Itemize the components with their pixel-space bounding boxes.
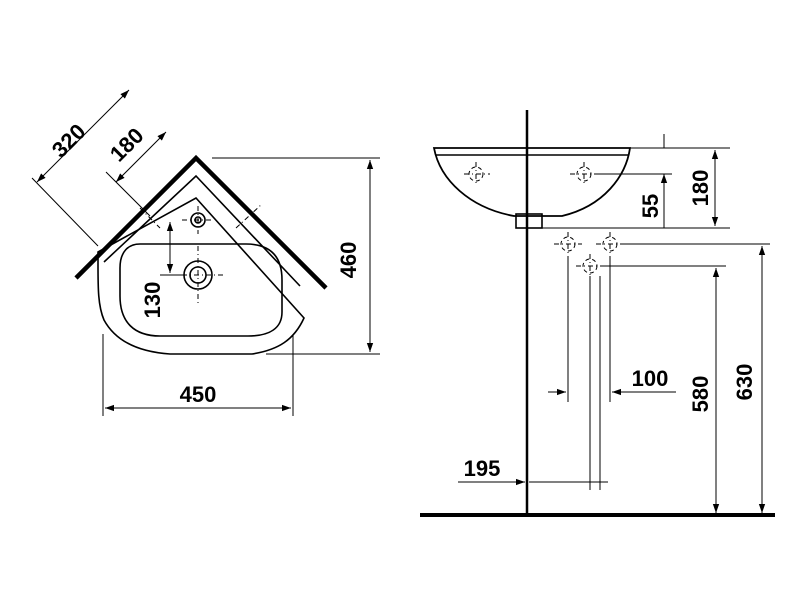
dim-580-label: 580 bbox=[688, 376, 713, 413]
supply-point-left bbox=[554, 232, 582, 256]
dim-320-line bbox=[36, 89, 130, 183]
dim-320-label: 320 bbox=[47, 119, 91, 163]
wall-corner-line bbox=[74, 154, 328, 290]
fixing-cross-left bbox=[464, 162, 490, 186]
dim-320-extension bbox=[31, 177, 99, 247]
waste-outlet bbox=[515, 213, 543, 229]
dim-100-label: 100 bbox=[632, 366, 669, 391]
fixing-hole-left-centerline bbox=[139, 207, 161, 229]
basin-inner-bowl bbox=[119, 243, 283, 337]
fixing-cross-right bbox=[570, 162, 598, 186]
dim-130-label: 130 bbox=[140, 282, 165, 319]
dim-450-label: 450 bbox=[180, 382, 217, 407]
basin-profile bbox=[432, 147, 632, 217]
dim-195-label: 195 bbox=[464, 456, 501, 481]
dim-180-line bbox=[115, 131, 167, 183]
dim-180-extension bbox=[105, 171, 151, 217]
dim-180-side-label: 180 bbox=[688, 170, 713, 207]
dim-55-label: 55 bbox=[638, 194, 663, 218]
basin-outer-outline bbox=[97, 196, 305, 355]
plan-view: 320 180 460 130 450 bbox=[31, 89, 380, 416]
dim-460-label: 460 bbox=[336, 242, 361, 279]
waste-point bbox=[576, 254, 604, 280]
dim-180-plan-label: 180 bbox=[105, 123, 149, 167]
side-view: 180 55 630 580 100 195 bbox=[420, 110, 775, 517]
fixing-hole-right-centerline bbox=[235, 203, 263, 229]
dim-630-label: 630 bbox=[732, 364, 757, 401]
basin-rim-line bbox=[103, 174, 301, 287]
supply-point-right bbox=[596, 232, 624, 256]
